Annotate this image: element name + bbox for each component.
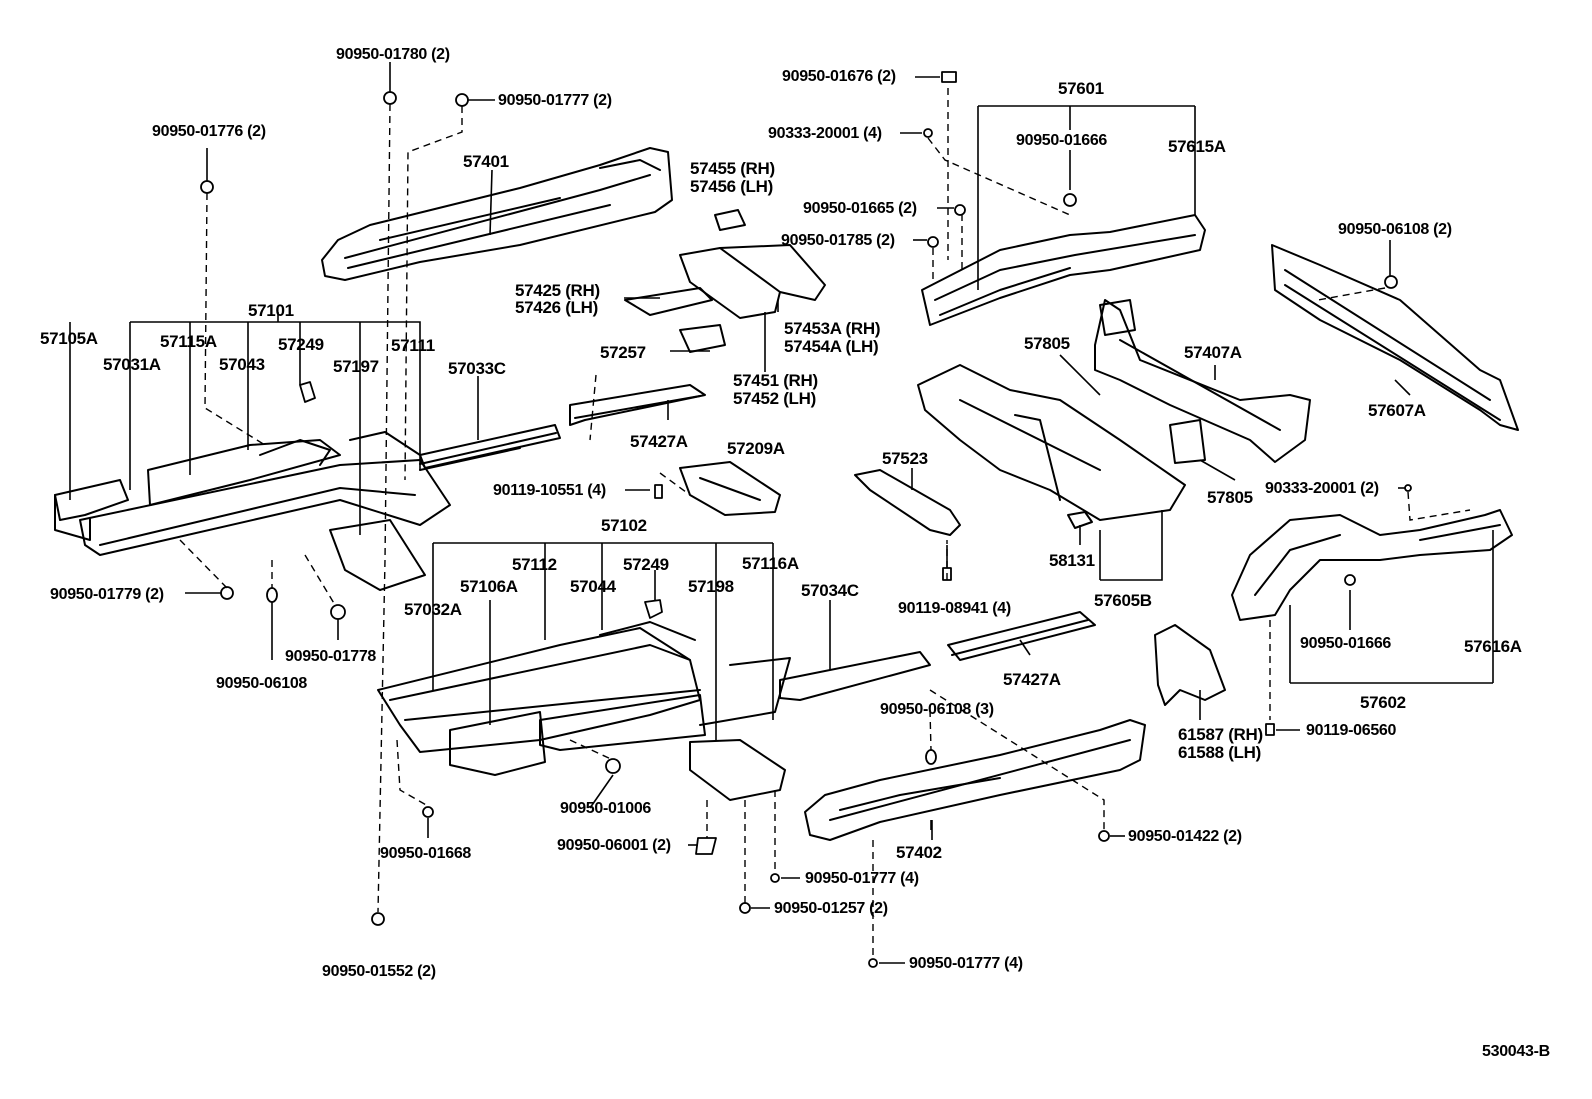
- callout-9011910551: 90119-10551 (4): [493, 482, 606, 499]
- callout-57106A: 57106A: [460, 577, 518, 596]
- callout-57523: 57523: [882, 449, 928, 468]
- callout-57607A: 57607A: [1368, 401, 1426, 420]
- callout-57602: 57602: [1360, 693, 1406, 712]
- callout-9095001779: 90950-01779 (2): [50, 586, 164, 603]
- callout-9095001666-lower: 90950-01666: [1300, 635, 1392, 652]
- callout-57044: 57044: [570, 577, 616, 596]
- part-57605B-floor-panel: [917, 299, 1206, 529]
- part-61587-bracket: [1154, 624, 1226, 706]
- callout-57101: 57101: [248, 301, 294, 320]
- callout-57209A: 57209A: [727, 439, 785, 458]
- callout-57605B: 57605B: [1094, 591, 1152, 610]
- callout-9095001676: 90950-01676 (2): [782, 68, 896, 85]
- callout-57427A-left: 57427A: [630, 432, 688, 451]
- callout-57427A-right: 57427A: [1003, 670, 1061, 689]
- callout-57249-lower: 57249: [623, 555, 669, 574]
- callout-9095001776: 90950-01776 (2): [152, 123, 266, 140]
- callout-57615A: 57615A: [1168, 137, 1226, 156]
- part-57607A-crossmember: [1271, 244, 1519, 431]
- callout-57401: 57401: [463, 152, 509, 171]
- callout-9095001778: 90950-01778: [285, 648, 377, 665]
- part-57523-brace: [854, 469, 961, 536]
- part-57102-frame-assembly: [377, 621, 931, 801]
- callout-57456: 57456 (LH): [690, 177, 773, 196]
- callout-57454A: 57454A (LH): [784, 337, 879, 356]
- callout-9095001422: 90950-01422 (2): [1128, 828, 1242, 845]
- callout-9095001780: 90950-01780 (2): [336, 46, 450, 63]
- leader-lines: [69, 62, 1494, 964]
- callout-57116A: 57116A: [742, 554, 799, 573]
- callout-9095006108-mid: 90950-06108 (3): [880, 701, 994, 718]
- callout-57102: 57102: [601, 516, 647, 535]
- callout-57425: 57425 (RH): [515, 281, 600, 300]
- callout-57112: 57112: [512, 555, 557, 574]
- callout-57805-lower: 57805: [1207, 488, 1253, 507]
- callout-57402: 57402: [896, 843, 942, 862]
- callout-61588: 61588 (LH): [1178, 743, 1261, 762]
- callout-9033320001-lower: 90333-20001 (2): [1265, 480, 1379, 497]
- callout-9033320001-upper: 90333-20001 (4): [768, 125, 882, 142]
- callout-57805-upper: 57805: [1024, 334, 1070, 353]
- callout-9095006108-left: 90950-06108: [216, 675, 308, 692]
- part-5745x-crossmember: [569, 209, 826, 426]
- callout-58131: 58131: [1049, 551, 1095, 570]
- callout-57115A: 57115A: [160, 332, 217, 351]
- callout-57453A: 57453A (RH): [784, 319, 881, 338]
- callout-57616A: 57616A: [1464, 637, 1522, 656]
- callout-57031A: 57031A: [103, 355, 161, 374]
- callout-9095001777-upper: 90950-01777 (2): [498, 92, 612, 109]
- callout-57407A: 57407A: [1184, 343, 1242, 362]
- callout-57455: 57455 (RH): [690, 159, 775, 178]
- callout-57249-left: 57249: [278, 335, 324, 354]
- callout-57111: 57111: [391, 336, 435, 355]
- callout-57032A: 57032A: [404, 600, 462, 619]
- part-57101-frame-assembly: [54, 424, 561, 591]
- callout-9095006108-right: 90950-06108 (2): [1338, 221, 1452, 238]
- callout-57034C: 57034C: [801, 581, 859, 600]
- callout-9095001777-mid: 90950-01777 (4): [805, 870, 919, 887]
- callout-61587: 61587 (RH): [1178, 725, 1263, 744]
- callout-57452: 57452 (LH): [733, 389, 816, 408]
- callout-9095006001: 90950-06001 (2): [557, 837, 671, 854]
- part-57427A-rail: [947, 611, 1096, 661]
- callout-9095001666-upper: 90950-01666: [1016, 132, 1108, 149]
- dashed-lines: [179, 88, 1471, 957]
- callout-57451: 57451 (RH): [733, 371, 818, 390]
- callout-9011908941: 90119-08941 (4): [898, 600, 1011, 617]
- part-57402-rocker-panel: [804, 719, 1146, 841]
- part-57602-side-member: [1231, 509, 1513, 621]
- callout-9095001668: 90950-01668: [380, 845, 472, 862]
- callout-9095001552: 90950-01552 (2): [322, 963, 436, 980]
- part-57209A-bracket: [679, 461, 781, 516]
- callout-9095001665: 90950-01665 (2): [803, 200, 917, 217]
- callout-57426: 57426 (LH): [515, 298, 598, 317]
- part-57401-rocker-panel: [321, 147, 673, 281]
- callout-57043: 57043: [219, 355, 265, 374]
- callout-9095001006: 90950-01006: [560, 800, 652, 817]
- diagram-id: 530043-B: [1482, 1043, 1550, 1060]
- callout-9095001785: 90950-01785 (2): [781, 232, 895, 249]
- callout-57601: 57601: [1058, 79, 1104, 98]
- callout-9095001257: 90950-01257 (2): [774, 900, 888, 917]
- callout-57105A: 57105A: [40, 329, 98, 348]
- callout-57257: 57257: [600, 343, 646, 362]
- part-57601-side-member: [921, 214, 1206, 326]
- callout-9095001777-lower: 90950-01777 (4): [909, 955, 1023, 972]
- callout-57197: 57197: [333, 357, 379, 376]
- callout-57033C: 57033C: [448, 359, 506, 378]
- callout-9011906560: 90119-06560: [1306, 722, 1397, 739]
- part-57407A-crossmember: [1094, 299, 1311, 463]
- callout-57198: 57198: [688, 577, 734, 596]
